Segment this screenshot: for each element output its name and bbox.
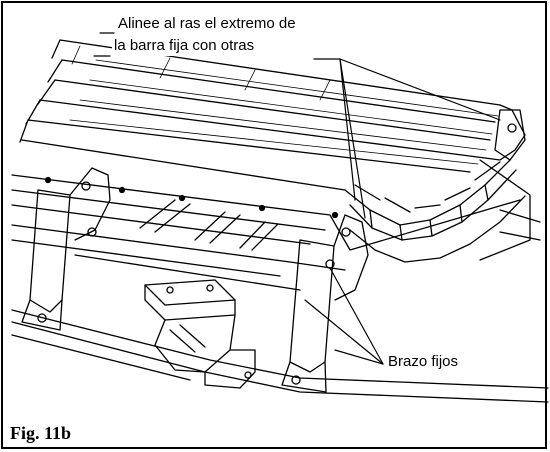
cross-members (139, 199, 279, 251)
figure-caption: Fig. 11b (10, 423, 72, 443)
frame-bolts (44, 176, 339, 219)
impact-bars (19, 39, 526, 191)
callout-leaders (93, 32, 501, 365)
callout-align-line2: la barra fija con otras (112, 36, 257, 56)
callout-fixed-arms: Brazo fijos (386, 352, 461, 372)
frame-rails (11, 159, 541, 291)
fixed-arm-left (21, 167, 111, 331)
trough-slider-plates (344, 159, 526, 263)
center-torsion-mount (144, 279, 256, 389)
floor-lines (11, 309, 549, 403)
callout-align-line1: Alinee al ras el extremo de (116, 14, 298, 34)
fixed-arm-right (494, 109, 526, 161)
